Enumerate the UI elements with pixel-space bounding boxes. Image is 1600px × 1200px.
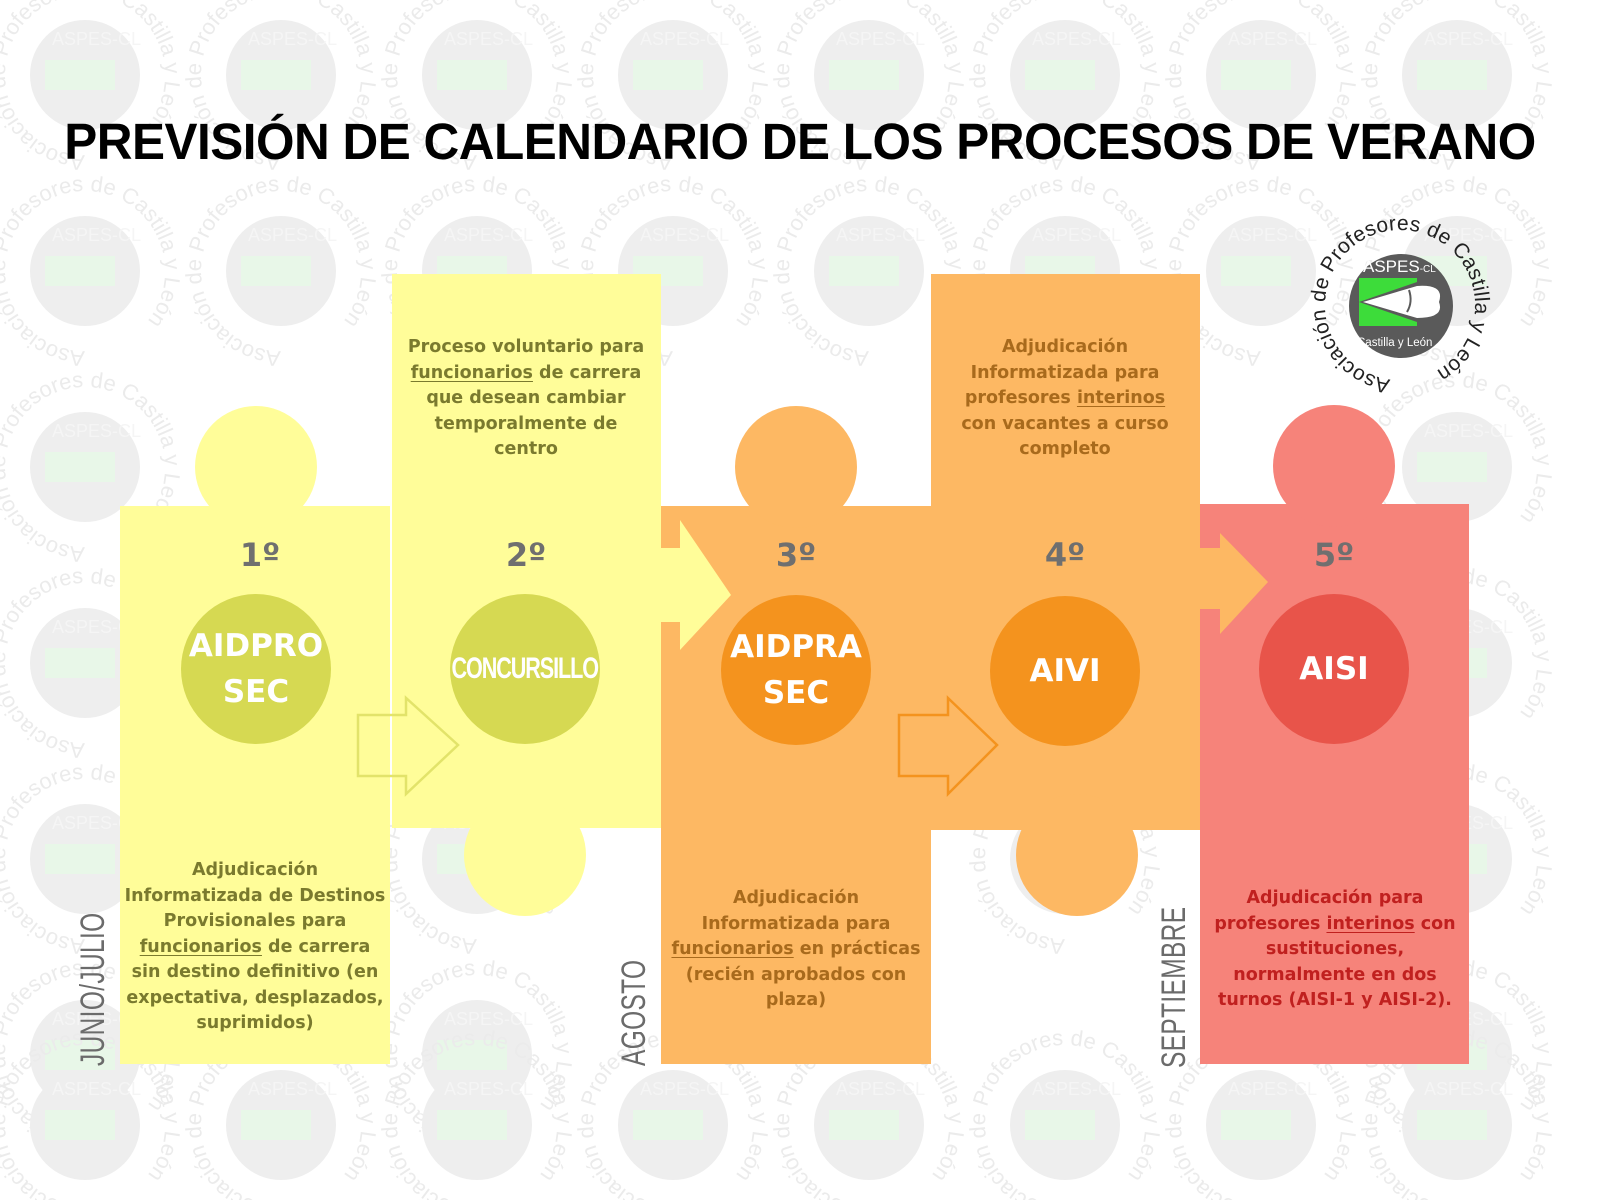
underlined-term: interinos xyxy=(1326,913,1415,934)
month-label-septiembre: SEPTIEMBRE xyxy=(1155,906,1193,1068)
step-circle-aidpra-sec: AIDPRA SEC xyxy=(721,595,871,745)
step-name-line1: AIDPRA xyxy=(730,629,862,665)
step-number-3: 3º xyxy=(775,536,817,574)
step-name-line1: AIDPRO xyxy=(188,628,324,664)
step-description-3: Adjudicación Informatizada para funciona… xyxy=(671,888,921,1010)
arrow-outline-2 xyxy=(897,695,999,798)
step-description-1: Adjudicación Informatizada de Destinos P… xyxy=(124,860,386,1033)
page-title: PREVISIÓN DE CALENDARIO DE LOS PROCESOS … xyxy=(64,113,1536,170)
logo-region: Castilla y León xyxy=(1357,337,1432,349)
step-number-4: 4º xyxy=(1044,536,1086,574)
step-number-1: 1º xyxy=(239,536,281,574)
underlined-term: funcionarios xyxy=(139,936,262,957)
step-circle-concursillo: CONCURSILLO xyxy=(450,594,600,744)
month-label-junio-julio: JUNIO/JULIO xyxy=(74,912,112,1066)
arrow-outline-1 xyxy=(356,695,460,797)
step-number-5: 5º xyxy=(1313,536,1355,574)
step-description-4: Adjudicación Informatizada para profesor… xyxy=(961,337,1169,459)
underlined-term: funcionarios xyxy=(410,362,533,383)
step-number-2: 2º xyxy=(505,536,547,574)
step-description-2: Proceso voluntario para funcionarios de … xyxy=(407,337,645,459)
step-circle-aidpro-sec: AIDPRO SEC xyxy=(181,594,331,744)
step-circle-aivi: AIVI xyxy=(990,596,1140,746)
step-circle-aisi: AISI xyxy=(1259,594,1409,744)
underlined-term: interinos xyxy=(1076,388,1166,408)
puzzle-piece-3 xyxy=(661,406,931,1064)
step-name-line2: SEC xyxy=(222,674,290,710)
step-name-line2: SEC xyxy=(762,675,830,711)
step-name-line1: AIVI xyxy=(1029,653,1101,689)
aspes-logo: ASPES-CL Castilla y León Asociación de P… xyxy=(1307,212,1493,397)
underlined-term: funcionarios xyxy=(671,939,794,959)
step-name-line1: CONCURSILLO xyxy=(451,652,600,685)
step-description-5: Adjudicación para profesores interinos c… xyxy=(1214,888,1456,1010)
month-label-agosto: AGOSTO xyxy=(615,959,653,1066)
step-name-line1: AISI xyxy=(1299,651,1369,687)
logo-brand: ASPES-CL xyxy=(1363,257,1436,276)
